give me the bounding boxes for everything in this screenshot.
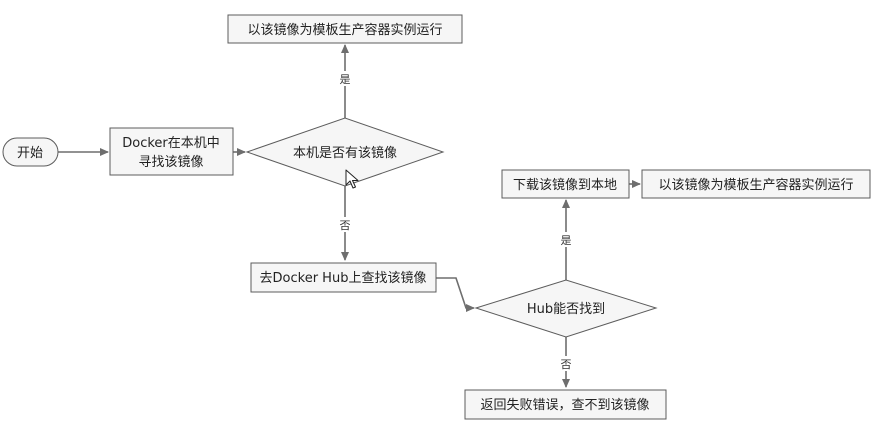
run-local-node: 以该镜像为模板生产容器实例运行 [227,14,463,44]
hub-found-decision: Hub能否找到 [474,279,658,338]
start-node: 开始 [2,137,59,167]
start-label: 开始 [17,146,43,161]
download-label: 下载该镜像到本地 [513,178,617,193]
run-download-label: 以该镜像为模板生产容器实例运行 [658,177,853,193]
hub-found-label: Hub能否找到 [527,302,605,317]
search-local-label-line1: Docker在本机中 [122,136,220,151]
search-local-label-line2: 寻找该镜像 [138,155,203,170]
search-hub-node: 去Docker Hub上查找该镜像 [250,262,437,293]
mouse-cursor-icon [345,169,359,189]
edge-label-no-hub: 否 [561,358,572,371]
edge-label-yes-hub: 是 [561,234,572,247]
edge-search-hub-to-hub-decision [436,277,475,312]
has-local-label: 本机是否有该镜像 [293,146,397,161]
run-download-node: 以该镜像为模板生产容器实例运行 [641,169,871,199]
edge-label-yes-local: 是 [340,73,351,86]
fail-label: 返回失败错误，查不到该镜像 [480,398,649,413]
edge-label-no-local: 否 [340,219,351,232]
fail-node: 返回失败错误，查不到该镜像 [464,389,667,420]
search-hub-label: 去Docker Hub上查找该镜像 [260,271,427,286]
connectors [58,44,641,388]
has-local-decision: 本机是否有该镜像 [245,117,445,187]
download-node: 下载该镜像到本地 [501,169,630,199]
search-local-node: Docker在本机中 寻找该镜像 [109,127,234,176]
run-local-label: 以该镜像为模板生产容器实例运行 [247,22,442,38]
